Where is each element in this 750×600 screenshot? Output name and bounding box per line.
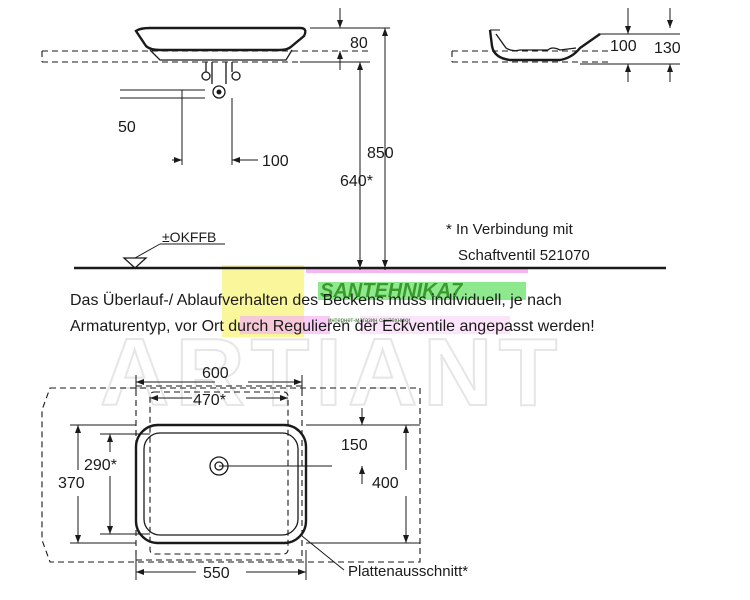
dim-640: 640* — [340, 173, 373, 190]
side-elevation — [451, 8, 680, 82]
dim-400: 400 — [372, 475, 399, 492]
plan-view — [41, 375, 421, 580]
body-text-line-2: Armaturentyp, vor Ort durch Regulieren d… — [70, 318, 595, 335]
watermark-artiant: ARTIANT — [100, 319, 563, 426]
logo-santehnika7: SANTEHNIKA7 — [320, 280, 463, 302]
cutout-label: Plattenausschnitt* — [348, 563, 468, 580]
dim-150: 150 — [341, 437, 368, 454]
dim-850: 850 — [367, 145, 394, 162]
dim-600: 600 — [202, 365, 229, 382]
logo-subtitle: интернет-магазин сантехники — [328, 318, 410, 324]
body-text-line-1: Das Überlauf-/ Ablaufverhalten des Becke… — [70, 291, 562, 309]
highlight-overlays — [222, 265, 528, 337]
dim-370: 370 — [58, 475, 85, 492]
dim-100-drain: 100 — [262, 153, 289, 170]
dim-290: 290* — [84, 457, 117, 474]
dim-50: 50 — [118, 119, 136, 136]
floor-level-label: ±OKFFB — [162, 229, 216, 245]
note-line-2: Schaftventil 521070 — [458, 247, 590, 264]
front-elevation — [41, 8, 390, 270]
dim-470: 470* — [193, 392, 226, 409]
dim-side-130: 130 — [654, 40, 681, 57]
dim-550: 550 — [203, 565, 230, 582]
dim-80: 80 — [350, 35, 368, 52]
dim-side-100: 100 — [610, 38, 637, 55]
note-line-1: * In Verbindung mit — [446, 221, 574, 238]
